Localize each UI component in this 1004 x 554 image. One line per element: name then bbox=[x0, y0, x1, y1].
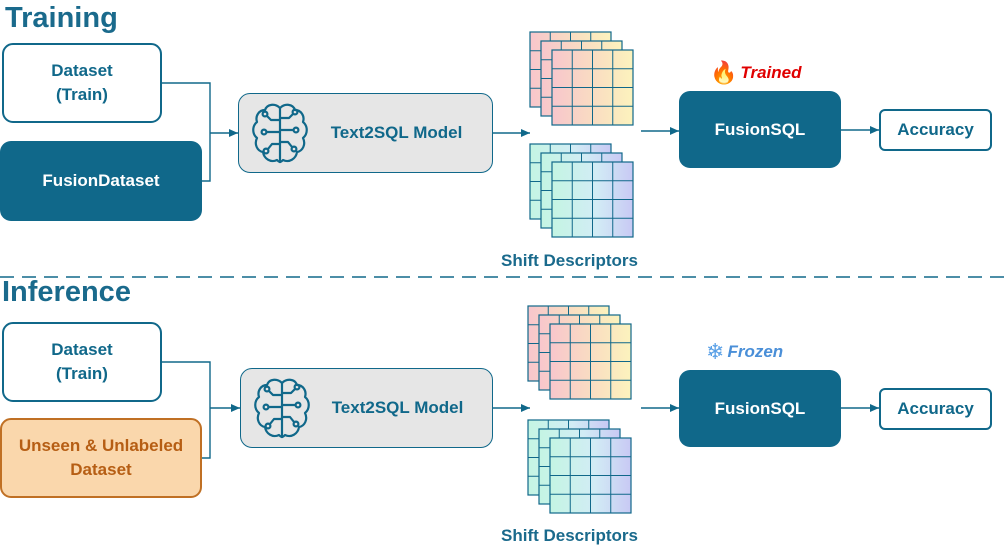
accuracy-label: Accuracy bbox=[897, 120, 974, 139]
accuracy-label: Accuracy bbox=[897, 399, 974, 418]
frozen-label: Frozen bbox=[727, 342, 784, 361]
trained-label: Trained bbox=[740, 63, 802, 82]
inference-title: Inference bbox=[2, 276, 131, 308]
flame-icon: 🔥 bbox=[710, 60, 738, 85]
accuracy-box: Accuracy bbox=[879, 109, 992, 151]
fusionsql-box: FusionSQL bbox=[679, 91, 841, 168]
connector-fusion-dataset bbox=[202, 133, 211, 182]
unseen-dataset-line2: Dataset bbox=[70, 460, 132, 479]
unseen-dataset-line1: Unseen & Unlabeled bbox=[18, 436, 184, 456]
text2sql-model-box: Text2SQL Model bbox=[238, 93, 493, 173]
accuracy-box: Accuracy bbox=[879, 388, 992, 430]
brain-circuit-icon bbox=[252, 103, 308, 164]
frozen-badge: ❄ Frozen bbox=[706, 339, 783, 365]
shift-descriptors-label: Shift Descriptors bbox=[501, 526, 638, 545]
descriptor-stack-bottom bbox=[529, 143, 634, 238]
brain-circuit-icon bbox=[254, 378, 310, 439]
dataset-train-box: Dataset (Train) bbox=[2, 43, 162, 123]
inference-connectors bbox=[162, 361, 879, 459]
dataset-train-line2: (Train) bbox=[56, 364, 108, 383]
fusionsql-label: FusionSQL bbox=[714, 398, 806, 418]
fusionsql-label: FusionSQL bbox=[714, 119, 806, 139]
descriptor-stack-top bbox=[529, 31, 634, 126]
snowflake-icon: ❄ bbox=[706, 339, 725, 364]
training-title: Training bbox=[5, 2, 118, 34]
connector-dataset-train bbox=[162, 82, 211, 133]
text2sql-model-box: Text2SQL Model bbox=[240, 368, 493, 448]
fusion-dataset-label: FusionDataset bbox=[42, 171, 160, 190]
dataset-train-line2: (Train) bbox=[56, 85, 108, 104]
text2sql-model-label: Text2SQL Model bbox=[331, 398, 464, 417]
fusionsql-box: FusionSQL bbox=[679, 370, 841, 447]
shift-descriptors-label: Shift Descriptors bbox=[501, 251, 638, 270]
dataset-train-line1: Dataset bbox=[51, 340, 113, 360]
descriptor-stack-bottom bbox=[527, 419, 632, 514]
dataset-train-line1: Dataset bbox=[51, 61, 113, 81]
fusion-dataset-box: FusionDataset bbox=[0, 141, 202, 221]
descriptor-stack-top bbox=[527, 305, 632, 400]
trained-badge: 🔥 Trained bbox=[710, 60, 802, 86]
text2sql-model-label: Text2SQL Model bbox=[330, 123, 463, 142]
connector-dataset-train bbox=[162, 361, 211, 408]
unseen-dataset-box: Unseen & Unlabeled Dataset bbox=[0, 418, 202, 498]
connector-unseen-dataset bbox=[202, 408, 211, 459]
dataset-train-box: Dataset (Train) bbox=[2, 322, 162, 402]
training-connectors bbox=[162, 82, 879, 182]
